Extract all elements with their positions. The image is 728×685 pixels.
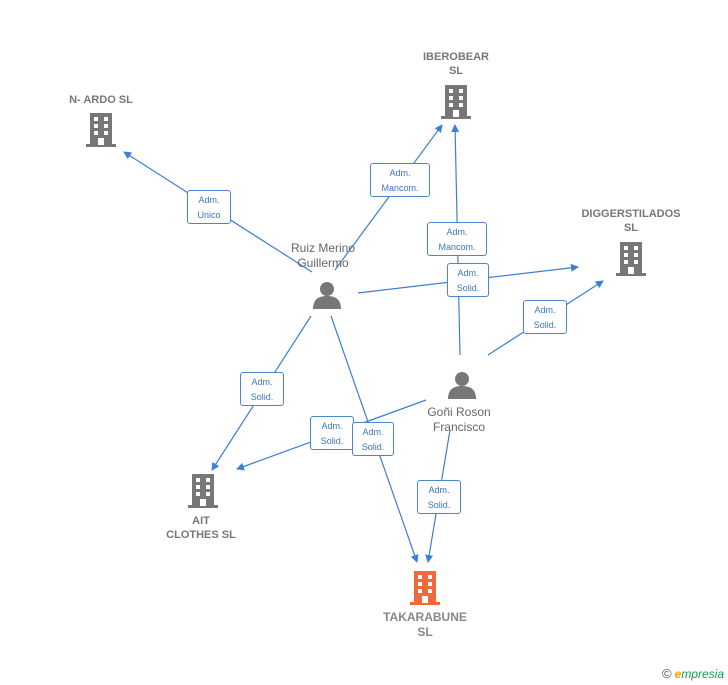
building-icon[interactable] [86, 113, 116, 147]
brand-logo-letter: e [674, 667, 682, 681]
edge-label-ruiz-digger: Adm. Solid. [447, 263, 489, 297]
edge-label-ruiz-taka: Adm. Solid. [352, 422, 394, 456]
person-icon[interactable] [448, 372, 476, 399]
company-label-nardo[interactable]: N- ARDO SL [69, 94, 133, 106]
edge-label-goni-ait: Adm. Solid. [310, 416, 354, 450]
main-building-icon[interactable] [410, 571, 440, 605]
person-label-ruiz[interactable]: Ruiz Merino Guillermo [290, 241, 356, 270]
copyright-icon: © [662, 666, 672, 681]
footer-brand[interactable]: ©empresia [662, 666, 724, 681]
person-icon[interactable] [313, 282, 341, 309]
building-icon[interactable] [616, 242, 646, 276]
edge-label-goni-digger: Adm. Solid. [523, 300, 567, 334]
company-label-takarabune[interactable]: TAKARABUNE SL [383, 610, 467, 639]
edge-label-ruiz-iberobear: Adm. Mancom. [370, 163, 430, 197]
brand-name: mpresia [681, 667, 724, 681]
edge-ruiz-iberobear [334, 124, 443, 271]
person-label-goni[interactable]: Goñi Roson Francisco [427, 405, 491, 434]
company-label-diggerstilados[interactable]: DIGGERSTILADOS SL [581, 208, 681, 234]
edge-label-goni-iberobear: Adm. Mancom. [427, 222, 487, 256]
building-icon[interactable] [188, 474, 218, 508]
building-icon[interactable] [441, 85, 471, 119]
edge-label-ruiz-nardo: Adm. Unico [187, 190, 231, 224]
company-label-ait[interactable]: AIT CLOTHES SL [166, 515, 236, 541]
company-label-iberobear[interactable]: IBEROBEAR SL [422, 51, 489, 77]
edge-label-ruiz-ait: Adm. Solid. [240, 372, 284, 406]
edge-label-goni-taka: Adm. Solid. [417, 480, 461, 514]
